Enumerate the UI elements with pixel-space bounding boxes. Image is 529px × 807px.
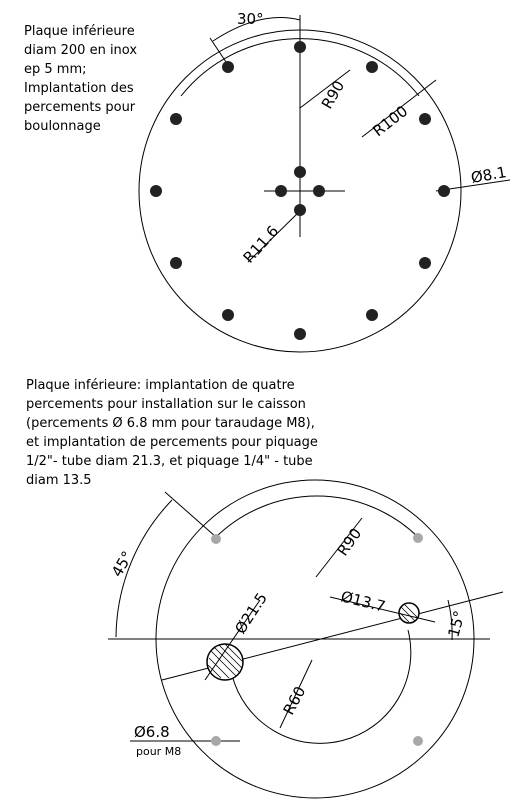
top-plate-drawing: 30° R90 R100 Ø8.1 R11.6 <box>138 10 511 353</box>
mounting-hole <box>211 736 221 746</box>
bolt-hole <box>294 41 306 53</box>
bolt-hole <box>170 257 182 269</box>
angle-dimension-arc <box>212 17 301 42</box>
bottom-plate-description: Plaque inférieure: implantation de quatr… <box>26 378 318 488</box>
bolt-hole <box>170 113 182 125</box>
r90-leader <box>315 517 363 578</box>
center-hole <box>313 185 325 197</box>
d215-label: Ø21.5 <box>231 589 271 637</box>
r116-leader <box>247 210 301 263</box>
bolt-hole <box>366 309 378 321</box>
bolt-hole <box>366 61 378 73</box>
r60-arc <box>231 629 412 744</box>
d215-leader <box>204 599 261 681</box>
center-hole <box>294 204 306 216</box>
d137-leader <box>329 596 436 623</box>
center-hole <box>294 166 306 178</box>
angle15-arc <box>447 599 453 641</box>
bolt-hole <box>419 257 431 269</box>
r60-label: R60 <box>280 683 310 718</box>
angle15-label: 15° <box>444 609 468 639</box>
piquage-quarter-inch-hole <box>398 602 420 624</box>
bolt-hole <box>222 61 234 73</box>
top-angle-label: 30° <box>237 10 264 28</box>
d68-label: Ø6.8 <box>134 723 170 741</box>
angle45-label: 45° <box>108 548 137 580</box>
r90-leader <box>299 69 351 109</box>
bolt-hole <box>222 309 234 321</box>
mounting-hole <box>413 736 423 746</box>
mounting-holes <box>211 533 423 746</box>
d137-label: Ø13.7 <box>339 587 387 615</box>
top-r100-label: R100 <box>369 102 411 140</box>
bottom-plate-drawing: 45° R90 Ø13.7 15° Ø21.5 R60 Ø6.8 pour M8 <box>108 479 504 799</box>
mounting-hole <box>413 533 423 543</box>
bolt-hole <box>419 113 431 125</box>
bottom-r90-label: R90 <box>334 525 366 560</box>
top-r90-label: R90 <box>318 77 348 112</box>
top-plate-description: Plaque inférieure diam 200 en inox ep 5 … <box>24 24 138 134</box>
pour-m8-label: pour M8 <box>136 745 181 758</box>
angle45-extension <box>164 491 217 538</box>
top-d81-label: Ø8.1 <box>470 163 508 187</box>
r100-leader <box>361 79 437 138</box>
top-r116-label: R11.6 <box>240 222 283 267</box>
angle45-arc <box>115 499 173 638</box>
bolt-hole <box>294 328 306 340</box>
mounting-hole <box>211 534 221 544</box>
bolt-holes <box>150 41 450 340</box>
bolt-hole <box>438 185 450 197</box>
bolt-hole <box>150 185 162 197</box>
r90-arc <box>215 495 419 538</box>
center-hole <box>275 185 287 197</box>
r60-leader <box>279 659 313 729</box>
piquage-half-inch-hole <box>206 643 244 681</box>
